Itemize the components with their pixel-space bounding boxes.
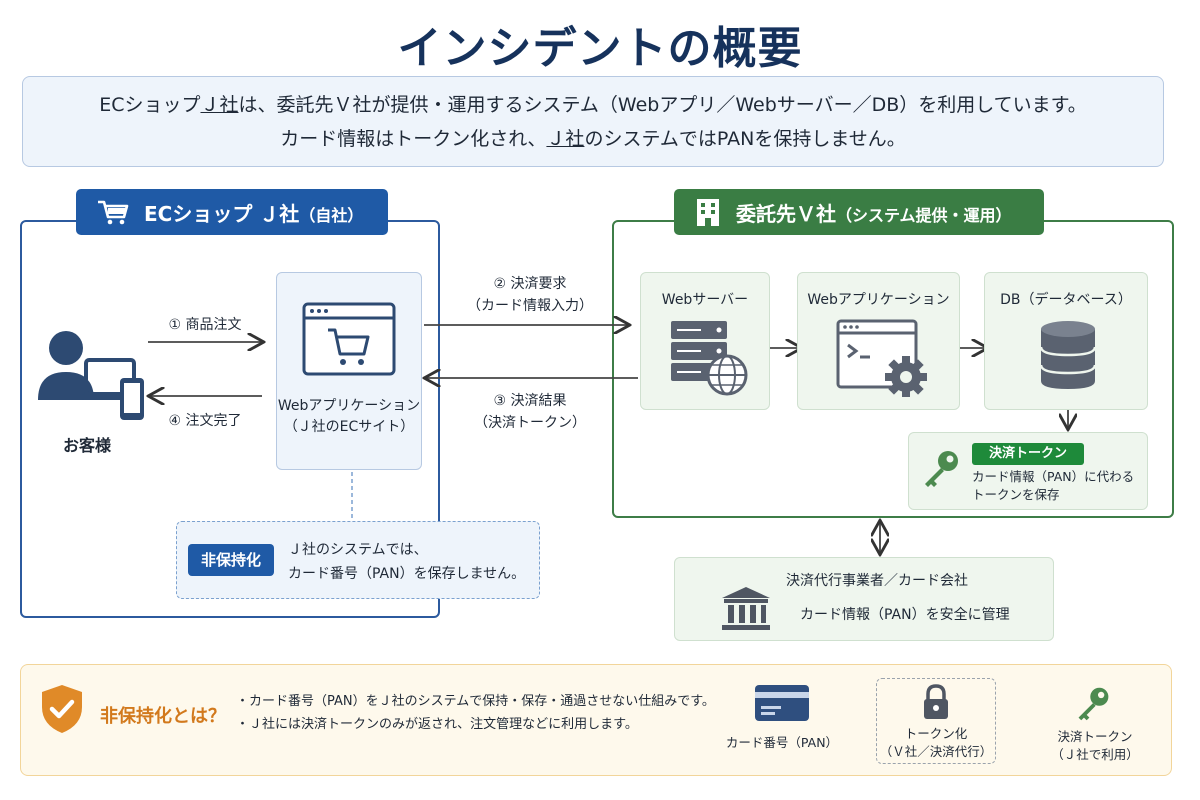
non-holding-line1: Ｊ社のシステムでは、 xyxy=(288,542,428,558)
j-company-header: ECショップ Ｊ社（自社） xyxy=(76,189,388,235)
web-app-label: Webアプリケーション xyxy=(807,292,950,308)
key-icon xyxy=(925,451,958,487)
summary-text: は、委託先Ｖ社が提供・運用するシステム（Webアプリ／Webサーバー／DB）を利… xyxy=(238,94,1087,116)
j-header-sub: （自社） xyxy=(299,205,364,225)
ec-webapp-line1: Webアプリケーション xyxy=(277,398,421,414)
token-storage-line2: トークンを保存 xyxy=(972,487,1060,502)
web-server-label: Webサーバー xyxy=(661,292,749,308)
company-j-underlined: Ｊ社 xyxy=(546,128,585,150)
shield-check-icon xyxy=(42,685,82,733)
flow-request-line2: （カード情報入力） xyxy=(467,298,593,314)
customer-icon xyxy=(38,331,144,420)
non-holding-badge: 非保持化 xyxy=(188,544,274,576)
flow-complete-label: ④ 注文完了 xyxy=(168,413,242,429)
flow-result-line1: ③ 決済結果 xyxy=(493,393,567,409)
card-number-label: カード番号（PAN） xyxy=(725,735,839,750)
cart-icon xyxy=(98,200,129,225)
app-gear-icon xyxy=(836,319,927,397)
ec-webapp-line2: （Ｊ社のECサイト） xyxy=(283,419,415,435)
tokenize-line2: （Ｖ社／決済代行） xyxy=(879,744,993,759)
explanation-title: 非保持化とは？ xyxy=(100,706,226,727)
summary-text: カード情報はトークン化され、 xyxy=(280,128,547,150)
tokenize-line1: トークン化 xyxy=(904,726,968,741)
flow-order-label: ① 商品注文 xyxy=(168,317,242,333)
db-label: DB（データベース） xyxy=(1000,292,1132,308)
non-holding-line2: カード番号（PAN）を保存しません。 xyxy=(288,566,526,582)
page-title: インシデントの概要 xyxy=(397,23,803,74)
flow-result-label: ③ 決済結果 （決済トークン） xyxy=(440,390,620,434)
flow-request-label: ② 決済要求 （カード情報入力） xyxy=(440,273,620,317)
server-globe-icon xyxy=(671,321,748,396)
customer-label: お客様 xyxy=(62,436,111,455)
explanation-bullet: ・カード番号（PAN）をＪ社のシステムで保持・保存・通過させない仕組みです。 xyxy=(236,694,715,709)
ec-webapp-label: Webアプリケーション （Ｊ社のECサイト） xyxy=(276,396,422,438)
flow-result-line2: （決済トークン） xyxy=(474,415,586,431)
summary-line-2: カード情報はトークン化され、Ｊ社のシステムではPANを保持しません。 xyxy=(23,122,1163,156)
explanation-bullets: ・カード番号（PAN）をＪ社のシステムで保持・保存・通過させない仕組みです。 ・… xyxy=(236,690,715,736)
database-icon xyxy=(1039,321,1097,389)
payment-provider-text: カード情報（PAN）を安全に管理 xyxy=(800,607,1010,623)
db-box: DB（データベース） xyxy=(984,272,1148,410)
token-result-line1: 決済トークン xyxy=(1057,729,1133,744)
tokenize-box xyxy=(876,678,996,764)
token-storage-text: カード情報（PAN）に代わる トークンを保存 xyxy=(972,468,1134,504)
summary-box: ECショップＪ社は、委託先Ｖ社が提供・運用するシステム（Webアプリ／Webサー… xyxy=(22,76,1164,167)
tokenize-label: トークン化 （Ｖ社／決済代行） xyxy=(876,725,996,761)
payment-provider-title: 決済代行事業者／カード会社 xyxy=(786,573,968,589)
web-app-box: Webアプリケーション xyxy=(797,272,960,410)
token-result-label: 決済トークン （Ｊ社で利用） xyxy=(1040,728,1150,764)
summary-text: ECショップ xyxy=(99,94,201,116)
summary-line-1: ECショップＪ社は、委託先Ｖ社が提供・運用するシステム（Webアプリ／Webサー… xyxy=(23,88,1163,122)
browser-cart-icon xyxy=(302,302,396,376)
token-key-icon xyxy=(1078,687,1109,721)
token-badge: 決済トークン xyxy=(972,443,1084,465)
v-header-label: 委託先Ｖ社 xyxy=(736,201,836,226)
summary-text: のシステムではPANを保持しません。 xyxy=(584,128,906,150)
token-result-line2: （Ｊ社で利用） xyxy=(1051,747,1139,762)
web-server-box: Webサーバー xyxy=(640,272,770,410)
token-storage-line1: カード情報（PAN）に代わる xyxy=(972,469,1135,484)
j-header-label: ECショップ Ｊ社 xyxy=(144,201,300,226)
v-header-sub: （システム提供・運用） xyxy=(836,205,1012,225)
flow-request-line1: ② 決済要求 xyxy=(493,276,567,292)
explanation-bullet: ・Ｊ社には決済トークンのみが返され、注文管理などに利用します。 xyxy=(236,717,638,732)
non-holding-text: Ｊ社のシステムでは、 カード番号（PAN）を保存しません。 xyxy=(288,538,525,586)
bank-icon xyxy=(722,587,770,630)
explanation-box xyxy=(20,664,1172,776)
company-j-underlined: Ｊ社 xyxy=(200,94,239,116)
credit-card-icon xyxy=(755,685,809,721)
lock-icon xyxy=(924,684,948,719)
building-icon xyxy=(697,199,719,226)
v-company-header: 委託先Ｖ社（システム提供・運用） xyxy=(674,189,1044,235)
